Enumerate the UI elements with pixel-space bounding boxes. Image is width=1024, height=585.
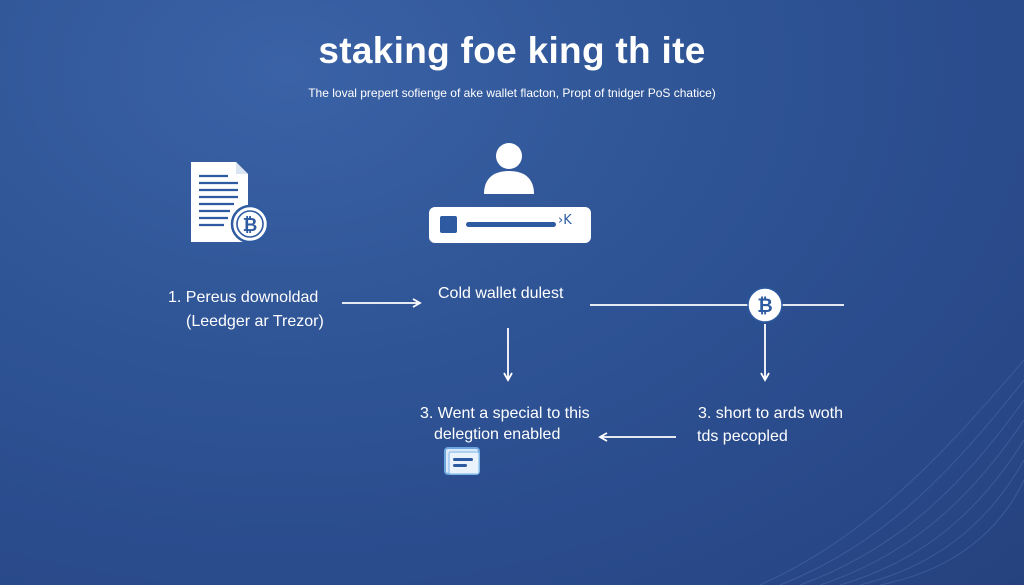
cold-wallet-label: Cold wallet dulest xyxy=(438,285,564,302)
step3-right-line1: 3. short to ards woth xyxy=(698,405,843,422)
hardware-wallet-icon xyxy=(429,207,591,243)
step3-left-line1: 3. Went a special to this xyxy=(420,405,590,422)
svg-text:₿: ₿ xyxy=(243,215,258,236)
wallet-card-icon xyxy=(444,447,480,475)
document-bitcoin-icon: ₿ xyxy=(191,162,270,244)
svg-text:₿: ₿ xyxy=(757,295,772,317)
page-title: staking foe king th ite xyxy=(318,30,706,71)
page-subtitle: The loval prepert sofienge of ake wallet… xyxy=(308,86,716,100)
step3-right-line2: tds pecopled xyxy=(697,428,788,445)
device-text: ›K xyxy=(558,213,572,228)
step1-label-line1: 1. Pereus downoldad xyxy=(168,289,319,306)
step3-left-line2: delegtion enabled xyxy=(434,426,561,443)
user-icon xyxy=(484,143,534,194)
bitcoin-icon: ₿ xyxy=(747,287,783,323)
step1-label-line2: (Leedger ar Trezor) xyxy=(186,313,324,330)
